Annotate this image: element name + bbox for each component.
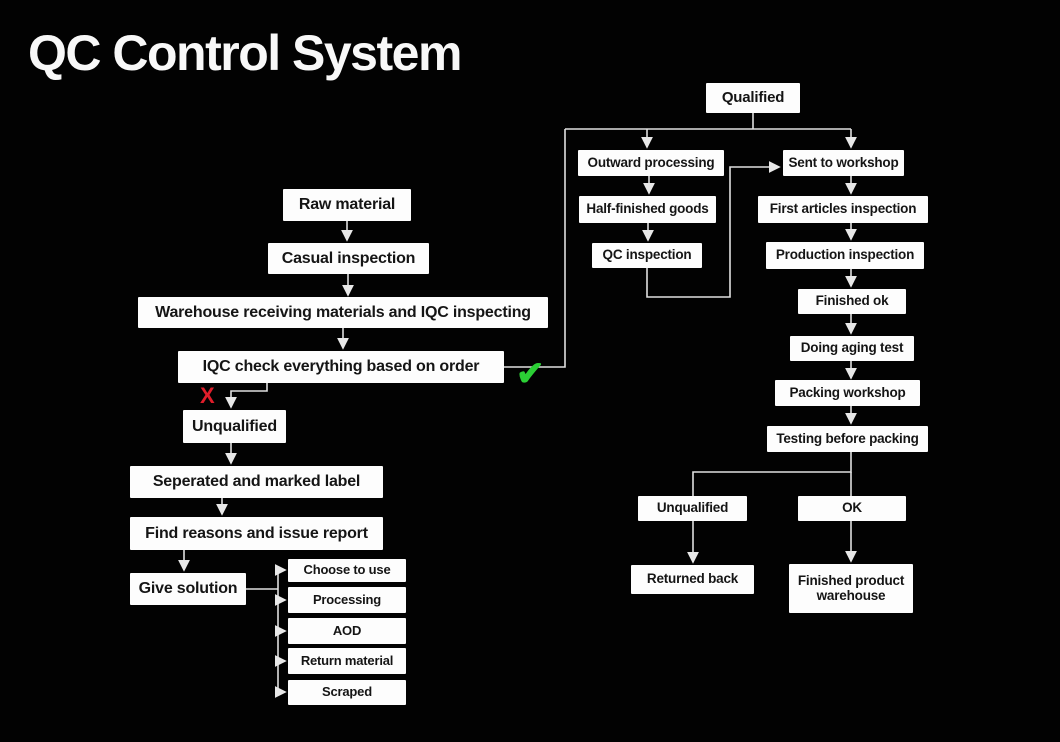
node-testing-before-packing: Testing before packing xyxy=(767,426,928,452)
pass-check-icon: ✔ xyxy=(516,355,545,393)
node-production-inspection: Production inspection xyxy=(766,242,924,269)
node-warehouse-receiving: Warehouse receiving materials and IQC in… xyxy=(138,297,548,328)
page-title: QC Control System xyxy=(28,25,462,81)
node-finished-ok: Finished ok xyxy=(798,289,906,314)
node-ok: OK xyxy=(798,496,906,521)
node-casual-inspection: Casual inspection xyxy=(268,243,429,274)
node-unqualified-right: Unqualified xyxy=(638,496,747,521)
node-outward-processing: Outward processing xyxy=(578,150,724,176)
node-qualified: Qualified xyxy=(706,83,800,113)
node-returned-back: Returned back xyxy=(631,565,754,594)
node-unqualified-left: Unqualified xyxy=(183,410,286,443)
node-packing-workshop: Packing workshop xyxy=(775,380,920,406)
node-finished-product-warehouse: Finished product warehouse xyxy=(789,564,913,613)
node-qc-inspection: QC inspection xyxy=(592,243,702,268)
node-sent-to-workshop: Sent to workshop xyxy=(783,150,904,176)
node-aod: AOD xyxy=(288,618,406,644)
node-find-reasons: Find reasons and issue report xyxy=(130,517,383,550)
node-scraped: Scraped xyxy=(288,680,406,705)
node-return-material: Return material xyxy=(288,648,406,674)
node-processing: Processing xyxy=(288,587,406,613)
node-raw-material: Raw material xyxy=(283,189,411,221)
node-choose-to-use: Choose to use xyxy=(288,559,406,582)
node-doing-aging-test: Doing aging test xyxy=(790,336,914,361)
node-separated-label: Seperated and marked label xyxy=(130,466,383,498)
node-half-finished-goods: Half-finished goods xyxy=(579,196,716,223)
node-first-articles-inspection: First articles inspection xyxy=(758,196,928,223)
node-give-solution: Give solution xyxy=(130,573,246,605)
fail-x-icon: X xyxy=(200,383,215,408)
node-iqc-check: IQC check everything based on order xyxy=(178,351,504,383)
